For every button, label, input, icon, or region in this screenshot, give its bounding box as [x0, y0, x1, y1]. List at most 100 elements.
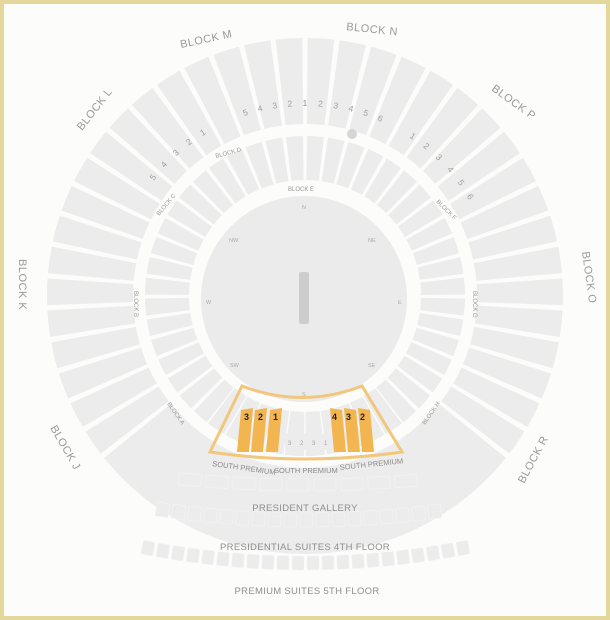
inner-seat-section[interactable] [158, 342, 205, 375]
inner-seat-section[interactable] [167, 355, 213, 393]
south-premium-center-section[interactable] [321, 434, 331, 450]
premium-suite-box[interactable] [455, 539, 471, 557]
inner-seat-section[interactable] [146, 256, 193, 280]
president-gallery-box[interactable] [340, 477, 364, 491]
outer-seat-section[interactable] [131, 87, 204, 169]
premium-suite-box[interactable] [381, 551, 395, 567]
inner-seat-section[interactable] [417, 312, 464, 337]
premium-suite-box[interactable] [155, 542, 171, 559]
outer-seat-section[interactable] [48, 246, 137, 281]
premium-suite-box[interactable] [425, 545, 441, 562]
inner-seat-section[interactable] [286, 136, 304, 181]
inner-seat-section[interactable] [388, 184, 431, 225]
inner-seat-section[interactable] [167, 200, 212, 238]
premium-suite-box[interactable] [351, 553, 365, 569]
premium-suites-label[interactable]: PREMIUM SUITES 5TH FLOOR [235, 586, 380, 597]
inner-seat-section[interactable] [193, 170, 234, 214]
outer-seat-section[interactable] [453, 367, 540, 428]
outer-seat-section[interactable] [306, 38, 335, 126]
inner-seat-section[interactable] [364, 158, 402, 204]
inner-seat-section[interactable] [363, 389, 401, 435]
block-l-label[interactable]: BLOCK L [75, 86, 115, 133]
inner-seat-section[interactable] [208, 158, 246, 204]
president-gallery-box[interactable] [205, 474, 229, 489]
south-premium-left-section[interactable] [251, 408, 267, 452]
outer-seat-section[interactable] [393, 433, 460, 518]
inner-seat-section[interactable] [151, 327, 198, 357]
outer-seat-section[interactable] [402, 427, 472, 510]
outer-seat-section[interactable] [61, 185, 150, 240]
presidential-suite-box[interactable] [267, 512, 282, 527]
president-gallery-box[interactable] [259, 477, 283, 492]
inner-seat-section[interactable] [417, 256, 464, 280]
inner-seat-section[interactable] [387, 368, 431, 409]
outer-seat-section[interactable] [418, 412, 495, 490]
premium-suite-box[interactable] [246, 553, 260, 569]
presidential-suite-box[interactable] [187, 506, 202, 522]
south-premium-center-section[interactable] [309, 434, 319, 450]
inner-seat-section[interactable] [226, 148, 260, 195]
inner-seat-section[interactable] [193, 379, 234, 423]
presidential-suite-box[interactable] [411, 505, 426, 522]
president-gallery-box[interactable] [367, 475, 391, 490]
outer-seat-section[interactable] [388, 70, 454, 156]
outer-seat-section[interactable] [476, 278, 563, 306]
inner-seat-section[interactable] [420, 277, 465, 296]
outer-seat-section[interactable] [423, 108, 501, 184]
presidential-suite-box[interactable] [395, 507, 410, 524]
outer-seat-section[interactable] [156, 70, 222, 156]
outer-seat-section[interactable] [244, 40, 282, 129]
premium-suite-box[interactable] [440, 542, 456, 559]
south-premium-right-section[interactable] [358, 408, 374, 452]
inner-seat-section[interactable] [376, 379, 417, 423]
outer-seat-section[interactable] [369, 56, 426, 144]
south-premium-right-section[interactable] [330, 408, 346, 452]
outer-seat-section[interactable] [184, 56, 241, 144]
inner-seat-section[interactable] [420, 297, 465, 316]
outer-seat-section[interactable] [411, 419, 485, 500]
premium-suite-box[interactable] [336, 554, 350, 570]
presidential-suite-box[interactable] [315, 512, 330, 528]
outer-seat-section[interactable] [125, 419, 199, 500]
premium-suite-box[interactable] [411, 547, 425, 564]
outer-seat-section[interactable] [85, 386, 169, 454]
inner-seat-section[interactable] [157, 218, 204, 251]
inner-seat-section[interactable] [321, 137, 345, 184]
block-n-label[interactable]: BLOCK N [346, 21, 399, 38]
south-premium-center-section[interactable] [285, 434, 295, 450]
presidential-suite-box[interactable] [219, 509, 234, 525]
block-m-label[interactable]: BLOCK M [179, 28, 233, 51]
outer-seat-section[interactable] [51, 326, 140, 369]
outer-seat-section[interactable] [74, 157, 160, 220]
presidential-suite-box[interactable] [379, 508, 394, 525]
outer-seat-section[interactable] [437, 131, 520, 201]
premium-suite-box[interactable] [170, 545, 186, 562]
presidential-suite-box[interactable] [363, 510, 378, 526]
premium-suite-box[interactable] [276, 555, 290, 571]
premium-suite-box[interactable] [186, 547, 200, 564]
presidential-suite-box[interactable] [299, 512, 314, 528]
outer-seat-section[interactable] [473, 246, 562, 281]
inner-seat-section[interactable] [412, 236, 460, 265]
outer-seat-section[interactable] [450, 157, 536, 220]
inner-seat-section[interactable] [145, 277, 190, 296]
inner-seat-section[interactable] [376, 170, 417, 214]
block-r-label[interactable]: BLOCK R [516, 434, 551, 485]
inner-seat-section[interactable] [406, 218, 453, 251]
presidential-suite-box[interactable] [203, 507, 218, 524]
presidential-suites-label[interactable]: PRESIDENTIAL SUITES 4TH FLOOR [220, 542, 390, 553]
outer-seat-section[interactable] [275, 38, 304, 126]
presidential-suite-box[interactable] [331, 511, 346, 527]
premium-suite-box[interactable] [231, 552, 245, 568]
inner-seat-section[interactable] [336, 141, 365, 189]
presidential-suite-box[interactable] [283, 512, 298, 528]
block-j-label[interactable]: BLOCK J [47, 424, 82, 473]
inner-seat-section[interactable] [397, 355, 443, 393]
outer-seat-section[interactable] [109, 108, 187, 184]
premium-suite-box[interactable] [201, 549, 215, 566]
outer-seat-section[interactable] [349, 46, 397, 136]
outer-seat-section[interactable] [90, 131, 173, 201]
outer-seat-section[interactable] [468, 215, 558, 260]
premium-suite-box[interactable] [140, 540, 156, 557]
